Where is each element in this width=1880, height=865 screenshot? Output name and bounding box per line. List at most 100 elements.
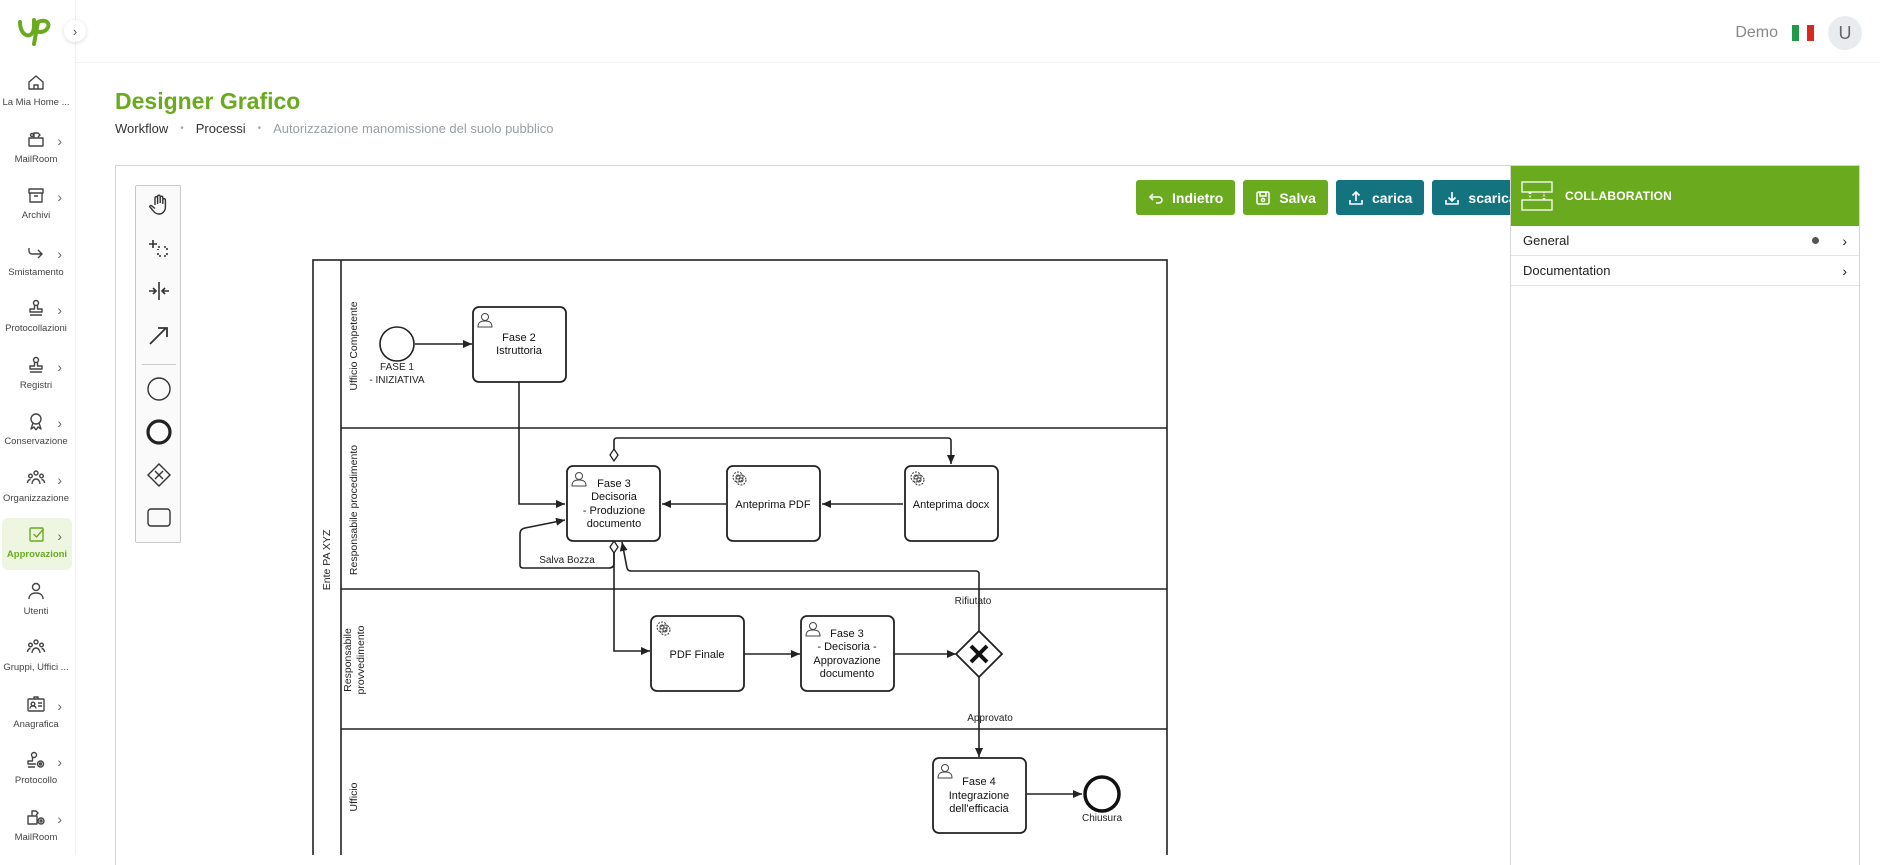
sidebar: La Mia Home ...MailRoom›Archivi›Smistame… [0,0,76,855]
properties-panel: COLLABORATION General › Documentation › [1510,165,1860,865]
lane-responsabile-procedimento[interactable]: Responsabile procedimento [341,445,1167,590]
save-button[interactable]: Salva [1243,180,1328,215]
sidebar-item-mailroom[interactable]: MailRoom› [0,123,72,175]
chevron-right-icon: › [57,302,62,318]
lane-label: Responsabile procedimento [348,445,360,575]
properties-group-label: Documentation [1523,263,1611,278]
breadcrumb-processi[interactable]: Processi [195,121,246,136]
flow-fase2-to-fase3[interactable] [518,382,565,508]
chevron-right-icon: › [57,471,62,488]
home-icon [28,75,44,90]
upload-button-label: carica [1371,189,1413,206]
sidebar-item-utenti[interactable]: Utenti [0,575,72,627]
task-label: PDF Finale [669,649,724,661]
task-fase2-istruttoria[interactable]: Fase 2 Istruttoria [472,306,567,383]
task-label: Fase 3 [830,628,864,640]
changed-indicator-dot [1812,237,1819,244]
breadcrumb-separator: • [257,123,262,134]
task-icon[interactable] [146,504,172,530]
breadcrumb-workflow[interactable]: Workflow [115,121,169,136]
task-label: Anteprima PDF [735,499,810,511]
back-arrow-icon [1148,192,1163,204]
back-button-label: Indietro [1172,189,1224,206]
lane-ufficio-competente[interactable]: Ufficio Competente [341,301,1167,429]
task-anteprima-docx[interactable]: Anteprima docx [904,465,999,542]
chevron-right-icon: › [57,189,62,205]
sidebar-item-protocollazioni[interactable]: Protocollazioni› [0,292,72,344]
task-fase3-approvazione[interactable]: Fase 3 - Decisoria - Approvazione docume… [800,615,895,692]
flow-salva-bozza[interactable] [519,517,615,569]
stamp-icon [29,299,43,316]
task-pdf-finale[interactable]: PDF Finale [650,615,745,692]
user-icon [28,582,44,599]
pool[interactable]: Ente PA XYZ [312,259,1168,855]
people-icon [26,469,46,484]
end-event-icon[interactable] [146,419,172,445]
archive-icon [28,188,44,203]
gateway-icon[interactable] [146,462,172,488]
collaboration-icon [1521,181,1553,211]
flow-rifiutato[interactable] [619,541,980,631]
task-fase3-decisoria[interactable]: Fase 3 Decisoria - Produzione documento [566,465,661,542]
sidebar-item-protocollo[interactable]: Protocollo› [0,744,72,796]
breadcrumb-current: Autorizzazione manomissione del suolo pu… [273,121,554,136]
task-label: - Decisoria - [817,641,877,653]
flow-label-rifiutato: Rifiutato [955,596,992,607]
breadcrumb-separator: • [180,123,184,134]
chevron-right-icon: › [1842,262,1847,279]
hand-tool-icon[interactable] [146,192,172,218]
sidebar-item-registri[interactable]: Registri› [0,349,72,401]
chevron-right-icon: › [57,132,62,149]
end-event-chiusura[interactable]: Chiusura [1082,775,1122,824]
user-task-icon [937,764,953,779]
task-fase4-integrazione[interactable]: Fase 4 Integrazione dell'efficacia [932,757,1027,834]
sidebar-item-la-mia-home[interactable]: La Mia Home ... [0,66,72,118]
start-event-label: - INIZIATIVA [369,375,425,386]
sidebar-collapse-button[interactable]: › [64,20,86,42]
lane-responsabile-provvedimento[interactable]: Responsabile provvedimento [341,625,1167,730]
start-event-icon[interactable] [146,376,172,402]
upload-button[interactable]: carica [1335,180,1425,215]
back-button[interactable]: Indietro [1136,180,1236,215]
task-label: Fase 2 [502,332,536,344]
sidebar-item-smistamento[interactable]: Smistamento› [0,236,72,288]
breadcrumb: Workflow • Processi • Autorizzazione man… [115,121,554,136]
sidebar-item-organizzazione[interactable]: Organizzazione› [0,462,72,514]
sidebar-item-archivi[interactable]: Archivi› [0,179,72,231]
app-logo[interactable] [14,14,54,48]
sidebar-item-gruppi-uffici[interactable]: Gruppi, Uffici ... [0,631,72,683]
save-button-label: Salva [1279,189,1316,206]
chevron-right-icon: › [57,245,62,262]
avatar[interactable]: U [1828,16,1862,50]
flow-fase3-to-pdf-finale[interactable] [613,552,650,655]
lasso-tool-icon[interactable] [146,235,172,261]
task-anteprima-pdf[interactable]: Anteprima PDF [726,465,821,542]
exclusive-gateway[interactable] [954,629,1004,679]
tool-palette [135,185,181,543]
service-task-icon [656,621,671,636]
start-event-label: FASE 1 [380,362,414,373]
sidebar-item-mailroom[interactable]: MailRoom› [0,801,72,853]
properties-title: COLLABORATION [1565,189,1673,203]
stamp-icon [29,356,43,373]
task-label: Integrazione [949,790,1010,802]
lane-label: Ufficio Competente [348,301,360,390]
connect-tool-icon[interactable] [146,322,172,348]
lane-label: Responsabile [342,628,354,692]
space-tool-icon[interactable] [146,278,172,304]
flow-fase3-to-anteprima-docx[interactable] [613,437,955,464]
lane-ufficio[interactable]: Ufficio [348,782,360,811]
properties-header: COLLABORATION [1511,166,1859,226]
sidebar-item-approvazioni[interactable]: Approvazioni› [2,518,72,570]
sidebar-item-anagrafica[interactable]: Anagrafica› [0,688,72,740]
task-label: Fase 3 [597,478,631,490]
properties-group-general[interactable]: General › [1511,226,1859,256]
sidebar-item-conservazione[interactable]: Conservazione› [0,405,72,457]
service-task-icon [732,471,747,486]
user-task-icon [805,622,821,637]
italy-flag-icon[interactable] [1792,25,1814,41]
task-label: Anteprima docx [913,499,990,511]
properties-group-documentation[interactable]: Documentation › [1511,256,1859,286]
start-event[interactable]: FASE 1 - INIZIATIVA [369,326,425,386]
